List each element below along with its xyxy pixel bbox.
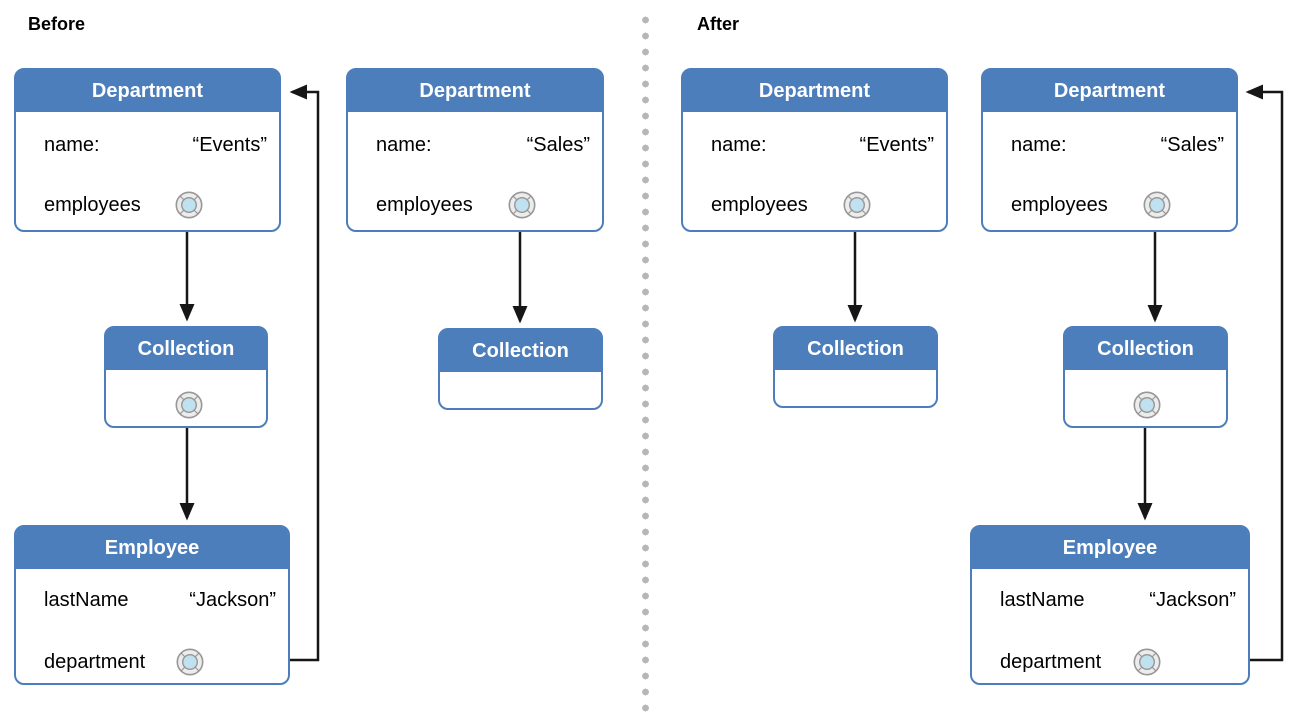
after-department-sales-box: Department name: “Sales” employees bbox=[981, 68, 1238, 232]
before-section-label: Before bbox=[28, 14, 86, 34]
attribute-label: lastName bbox=[1000, 589, 1085, 611]
box-title: Employee bbox=[972, 527, 1248, 569]
relationship-connector-icon bbox=[175, 647, 205, 677]
relationship-label: employees bbox=[44, 194, 141, 216]
box-title: Collection bbox=[775, 328, 936, 370]
relationship-connector-icon bbox=[174, 190, 204, 220]
after-collection-sales-box: Collection bbox=[1063, 326, 1228, 428]
relationship-connector-icon bbox=[842, 190, 872, 220]
attribute-value: “Jackson” bbox=[189, 589, 276, 611]
attribute-label: name: bbox=[1011, 134, 1067, 156]
box-title: Collection bbox=[1065, 328, 1226, 370]
attribute-value: “Events” bbox=[192, 134, 267, 156]
after-section-label: After bbox=[697, 14, 740, 34]
attribute-label: name: bbox=[711, 134, 767, 156]
relationship-connector-icon bbox=[1132, 390, 1162, 420]
box-title: Department bbox=[348, 70, 602, 112]
relationship-label: employees bbox=[376, 194, 473, 216]
before-employee-box: Employee lastName “Jackson” department bbox=[14, 525, 290, 685]
before-department-events-box: Department name: “Events” employees bbox=[14, 68, 281, 232]
before-department-sales-box: Department name: “Sales” employees bbox=[346, 68, 604, 232]
box-title: Collection bbox=[440, 330, 601, 372]
relationship-connector-icon bbox=[507, 190, 537, 220]
box-title: Collection bbox=[106, 328, 266, 370]
box-title: Department bbox=[983, 70, 1236, 112]
box-title: Department bbox=[683, 70, 946, 112]
box-title: Department bbox=[16, 70, 279, 112]
relationship-label: department bbox=[1000, 651, 1102, 673]
relationship-connector-icon bbox=[1142, 190, 1172, 220]
attribute-label: name: bbox=[376, 134, 432, 156]
attribute-value: “Sales” bbox=[1160, 134, 1224, 156]
attribute-value: “Events” bbox=[859, 134, 934, 156]
box-title: Employee bbox=[16, 527, 288, 569]
before-collection-events-box: Collection bbox=[104, 326, 268, 428]
attribute-label: lastName bbox=[44, 589, 129, 611]
relationship-label: employees bbox=[1011, 194, 1108, 216]
attribute-value: “Sales” bbox=[526, 134, 590, 156]
after-collection-events-box: Collection bbox=[773, 326, 938, 408]
attribute-value: “Jackson” bbox=[1149, 589, 1236, 611]
relationship-label: employees bbox=[711, 194, 808, 216]
relationship-connector-icon bbox=[174, 390, 204, 420]
after-department-events-box: Department name: “Events” employees bbox=[681, 68, 948, 232]
section-divider-dotted-line-icon bbox=[642, 12, 649, 712]
after-employee-box: Employee lastName “Jackson” department bbox=[970, 525, 1250, 685]
relationship-connector-icon bbox=[1132, 647, 1162, 677]
before-collection-sales-box: Collection bbox=[438, 328, 603, 410]
relationship-label: department bbox=[44, 651, 146, 673]
attribute-label: name: bbox=[44, 134, 100, 156]
